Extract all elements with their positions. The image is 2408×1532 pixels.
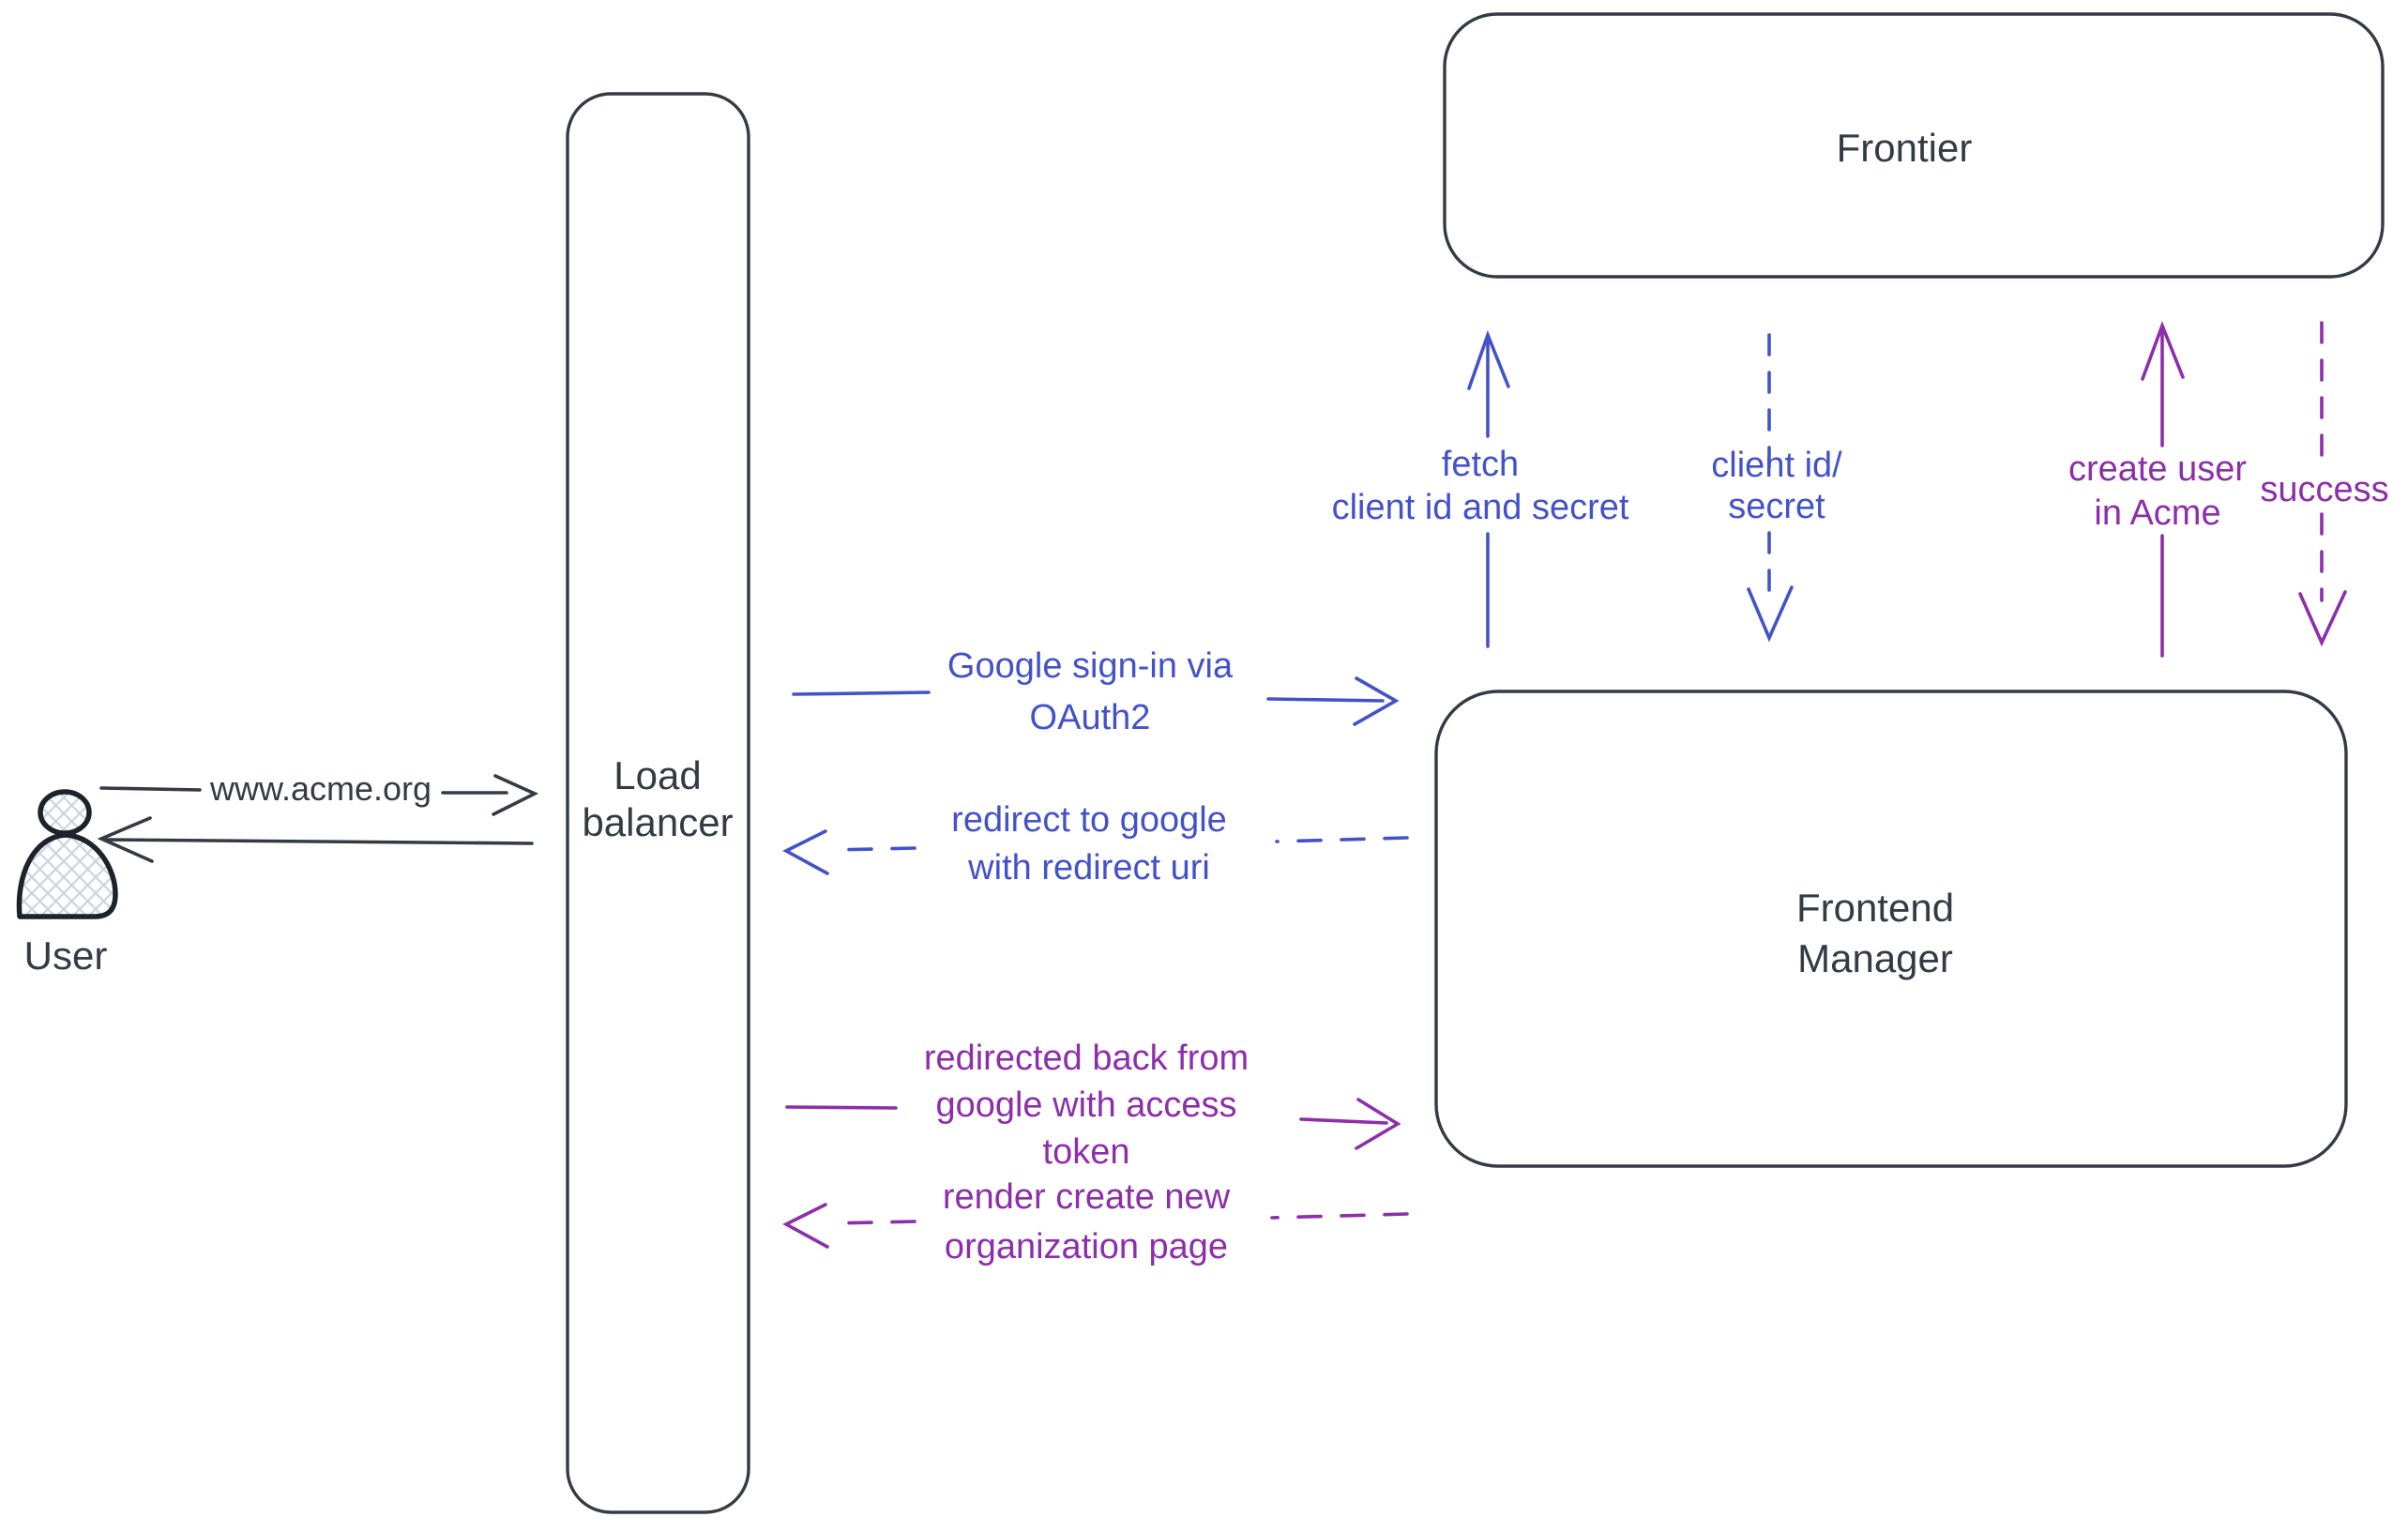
load-balancer-box (566, 92, 750, 1514)
arrow-client-id-secret (1747, 333, 1794, 643)
frontier-box (1443, 12, 2385, 279)
arrow-redirect-to-google (782, 829, 1409, 875)
arrow-www-acme (99, 774, 539, 816)
arrow-render-org-page (782, 1203, 1409, 1249)
arrow-response-to-user (97, 816, 534, 863)
arrow-google-signin (792, 676, 1400, 726)
arrow-redirected-back (785, 1098, 1401, 1150)
frontend-manager-box (1434, 690, 2348, 1168)
arrow-fetch-client-secret (1467, 329, 1510, 648)
arrow-create-user (2141, 320, 2185, 658)
arrow-success (2298, 321, 2347, 647)
user-figure-icon (16, 789, 118, 919)
